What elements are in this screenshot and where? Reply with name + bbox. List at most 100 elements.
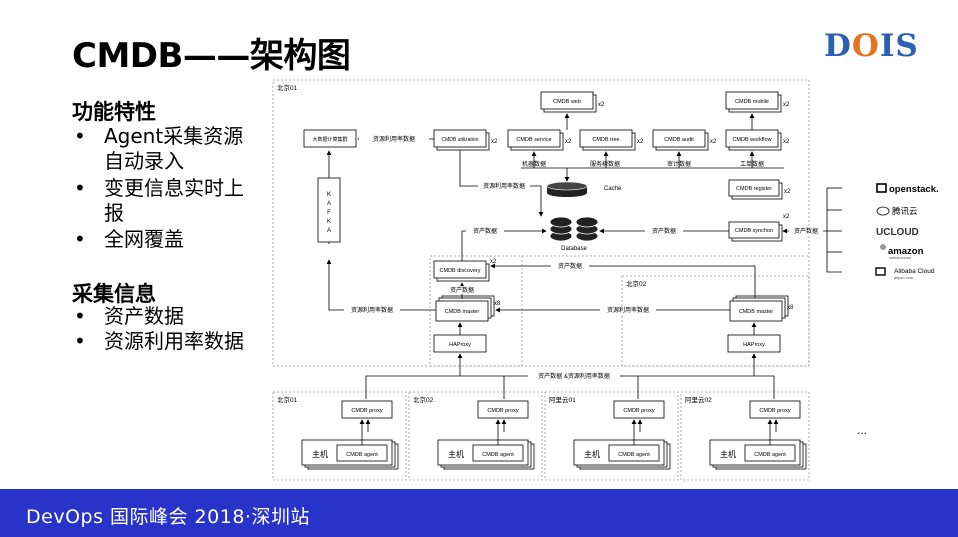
region-frame-bj01-top (272, 79, 810, 367)
edge-label: 资产数据 (558, 262, 582, 270)
edge-label: 资源利用率数据 (483, 182, 525, 190)
svg-text:K: K (327, 192, 331, 198)
cache-label: Cache (604, 186, 622, 192)
node-cmdb-proxy: CMDB proxy (759, 408, 790, 414)
kafka-queue: KAF KA (327, 192, 331, 234)
svg-text:x2: x2 (598, 102, 605, 108)
region-label: 北京01 (277, 395, 298, 404)
dois-logo: DOIS (824, 28, 919, 64)
node-cmdb-agent: CMDB agent (482, 452, 514, 458)
svg-text:K: K (327, 219, 331, 225)
node-cmdb-register: CMDB register (736, 186, 772, 192)
region-frame-aliyun02 (680, 391, 810, 481)
node-cmdb-mobile: CMDB mobile (735, 99, 769, 105)
svg-text:x2: x2 (783, 139, 790, 145)
feature-item-2: • 变更信息实时上报 (74, 176, 244, 225)
openstack-logo: openstack. (889, 184, 939, 195)
svg-text:服务树数据: 服务树数据 (590, 160, 620, 168)
svg-text:审计数据: 审计数据 (667, 160, 691, 168)
collect-item-2: •资源利用率数据 (74, 329, 244, 353)
proxy-box (341, 400, 393, 419)
database-label: Database (561, 246, 587, 252)
svg-text:机器数据: 机器数据 (522, 160, 546, 168)
alibaba-cloud-logo: Alibaba Cloud (894, 268, 935, 275)
database-icon (549, 216, 599, 242)
node-haproxy-1: HAProxy (449, 342, 471, 348)
svg-text:x8: x8 (787, 305, 794, 311)
svg-text:x2: x2 (491, 139, 498, 145)
bottom-region-group: CMDB proxy 主机 CMDB agent (437, 400, 535, 470)
edge-label: 资产数据 &资源利用率数据 (538, 372, 610, 380)
footer-text: DevOps 国际峰会 2018·深圳站 (26, 506, 310, 528)
node-host-label: 主机 (448, 449, 464, 459)
node-cmdb-service: CMDB service (516, 137, 551, 143)
edge-label: 资产数据 (473, 227, 497, 235)
node-cmdb-agent: CMDB agent (754, 452, 786, 458)
ucloud-logo: UCLOUD (876, 227, 919, 238)
footer-bar: DevOps 国际峰会 2018·深圳站 (0, 489, 958, 537)
svg-text:x2: x2 (490, 259, 497, 265)
svg-text:x2: x2 (783, 102, 790, 108)
node-host-label: 主机 (584, 449, 600, 459)
collect-heading: 采集信息 (72, 282, 156, 306)
edge-label: 资产数据 (794, 227, 818, 235)
edge-label: 资产数据 (652, 227, 676, 235)
node-cmdb-proxy: CMDB proxy (351, 408, 382, 414)
node-cmdb-agent: CMDB agent (346, 452, 378, 458)
svg-text:x2: x2 (710, 139, 717, 145)
feature-item-3: • 全网覆盖 (74, 227, 184, 251)
node-cmdb-proxy: CMDB proxy (487, 408, 518, 414)
cache-icon (546, 181, 588, 197)
node-bigdata-cluster: 大数据计算集群 (312, 136, 347, 143)
node-cmdb-audit: CMDB audit (664, 137, 694, 143)
region-label: 阿里云01 (549, 395, 576, 404)
svg-text:x2: x2 (784, 189, 791, 195)
feature-item-1: • Agent采集资源自动录入 (74, 124, 244, 173)
node-haproxy-2: HAProxy (743, 342, 765, 348)
discovery-group-frame (429, 255, 523, 367)
region-frame-bj02-bot (408, 391, 543, 481)
amazon-logo: amazon (888, 246, 924, 257)
proxy-box (749, 400, 801, 419)
features-heading: 功能特性 (72, 100, 156, 124)
svg-text:A: A (327, 228, 331, 234)
edge-label: 资源利用率数据 (351, 306, 393, 314)
node-cmdb-discovery: CMDB discovery (440, 268, 481, 274)
bottom-region-group: CMDB proxy 主机 CMDB agent (573, 400, 671, 470)
node-cmdb-web: CMDB web (553, 99, 581, 105)
region-label: 北京02 (413, 395, 434, 404)
proxy-box (613, 400, 665, 419)
node-host-label: 主机 (312, 449, 328, 459)
svg-text:A: A (327, 201, 331, 207)
svg-text:F: F (327, 210, 331, 216)
node-cmdb-master-2: CMDB master (739, 309, 774, 315)
tencent-cloud-logo: 腾讯云 (892, 206, 918, 216)
node-cmdb-master-1: CMDB master (445, 309, 480, 315)
region-label: 阿里云02 (685, 395, 712, 404)
edge-label: 资源利用率数据 (607, 306, 649, 314)
svg-text:x2: x2 (637, 139, 644, 145)
proxy-box (477, 400, 529, 419)
cloud-providers: openstack. 腾讯云 UCLOUD amazon webservices… (875, 183, 939, 280)
page-title: CMDB——架构图 (72, 36, 351, 76)
node-cmdb-agent: CMDB agent (618, 452, 650, 458)
node-cmdb-tree: CMDB tree (592, 137, 619, 143)
bottom-region-group: CMDB proxy 主机 CMDB agent (301, 400, 399, 470)
node-cmdb-proxy: CMDB proxy (623, 408, 654, 414)
svg-text:webservices: webservices (889, 255, 911, 260)
collect-item-1: •资产数据 (74, 304, 184, 328)
region-frame-bj02-mid (621, 275, 810, 367)
svg-text:工单数据: 工单数据 (740, 160, 764, 168)
region-frame-aliyun01 (544, 391, 679, 481)
more-ellipsis: ... (857, 423, 867, 437)
node-cmdb-utilization: CMDB utilization (442, 137, 479, 143)
architecture-diagram: 北京01 北京02 北京01 北京02 阿里云01 阿里云02 CMDB web… (272, 79, 939, 481)
node-host-label: 主机 (720, 449, 736, 459)
region-label: 北京02 (626, 279, 647, 288)
svg-text:x2: x2 (783, 214, 790, 220)
region-label: 北京01 (277, 83, 298, 92)
node-cmdb-synchon: CMDB synchon (735, 228, 773, 234)
svg-text:aliyun.com: aliyun.com (894, 275, 914, 280)
node-cmdb-workflow: CMDB workflow (732, 137, 771, 143)
bottom-region-group: CMDB proxy 主机 CMDB agent (709, 400, 807, 470)
